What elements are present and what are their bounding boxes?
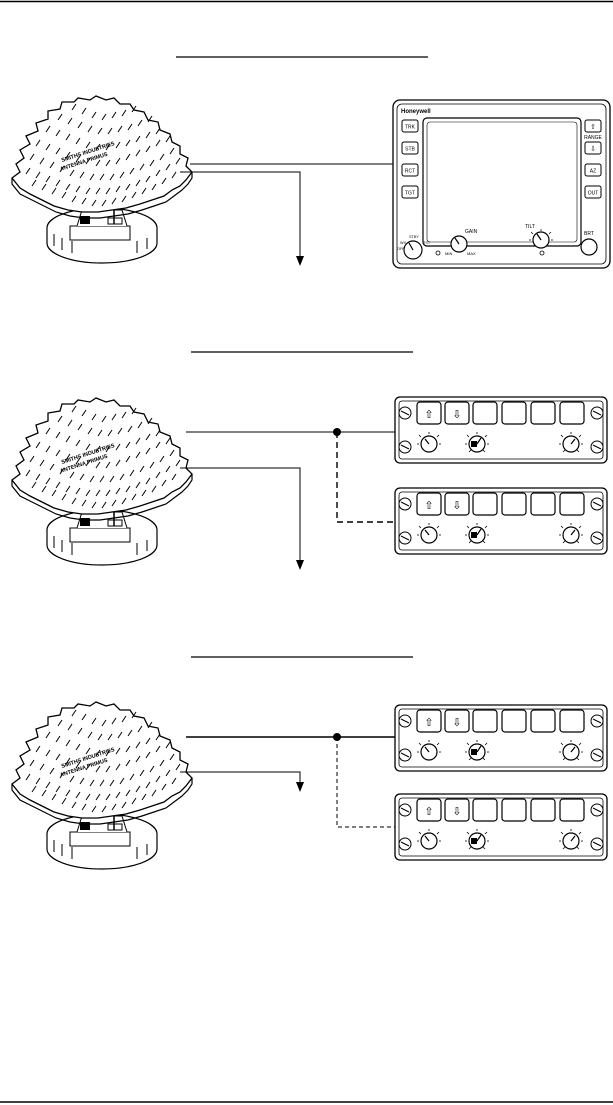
controller-down-button-label[interactable]: ⇩ — [452, 409, 461, 421]
svg-text:TGT: TGT — [405, 191, 415, 197]
indicator-left-button-1[interactable]: STB — [401, 141, 419, 155]
controller-down-button-label[interactable]: ⇩ — [452, 500, 461, 512]
controller-up-button-label[interactable]: ⇧ — [424, 409, 433, 421]
svg-text:⇧: ⇧ — [590, 123, 596, 131]
indicator-mode-label-wx: WX — [400, 241, 407, 245]
section-3-secondary-controller: ⇧ ⇩ — [394, 793, 608, 861]
indicator-gain-knob[interactable] — [450, 235, 468, 253]
indicator-gain-max-label: MAX — [467, 251, 476, 256]
svg-text:RCT: RCT — [405, 169, 415, 175]
section-2: ⇧ ⇩ ⇧ ⇩ — [10, 351, 608, 570]
svg-text:⇩: ⇩ — [590, 145, 596, 153]
section-2-antenna — [10, 396, 194, 567]
section-1: Honeywell TRK STB RCT TGT — [10, 56, 611, 269]
section-1-output-line — [180, 171, 301, 258]
indicator-right-button-out[interactable]: OUT — [584, 185, 602, 199]
indicator-brand: Honeywell — [401, 109, 431, 115]
svg-text:TRK: TRK — [405, 125, 416, 131]
indicator-left-button-3[interactable]: TGT — [401, 185, 419, 199]
indicator-mode-label-stby: STBY — [409, 235, 419, 239]
controller-up-button-label[interactable]: ⇧ — [424, 806, 433, 818]
controller-down-button-label[interactable]: ⇩ — [452, 806, 461, 818]
indicator-display-screen — [422, 117, 582, 247]
indicator-mode-label-off: OFF — [397, 247, 405, 251]
indicator-mode-label-tst: TST — [423, 241, 431, 245]
weather-radar-indicator: Honeywell TRK STB RCT TGT — [392, 99, 611, 269]
section-2-output-line — [180, 467, 301, 562]
section-3: ⇧ ⇩ ⇧ ⇩ — [10, 656, 608, 871]
section-2-secondary-controller: ⇧ ⇩ — [394, 487, 608, 555]
section-2-secondary-link — [336, 432, 396, 523]
section-3-antenna — [10, 700, 194, 871]
indicator-range-up-button[interactable]: ⇧ — [584, 119, 602, 133]
section-3-output-arrowhead — [296, 782, 304, 792]
indicator-range-down-button[interactable]: ⇩ — [584, 141, 602, 155]
indicator-brightness-knob[interactable] — [580, 238, 598, 256]
section-3-output-line — [180, 771, 301, 784]
svg-text:AZ: AZ — [590, 169, 596, 175]
indicator-mode-knob[interactable] — [403, 240, 423, 260]
indicator-brt-label: BRT — [584, 231, 594, 237]
svg-text:STB: STB — [405, 147, 415, 153]
controller-up-button-label[interactable]: ⇧ — [424, 717, 433, 729]
indicator-tilt-knob[interactable] — [529, 229, 553, 249]
section-2-output-arrowhead — [296, 560, 304, 570]
svg-text:OUT: OUT — [588, 191, 599, 197]
indicator-range-label: RANGE — [584, 135, 602, 141]
section-3-secondary-link — [336, 737, 396, 828]
section-3-primary-controller: ⇧ ⇩ — [394, 704, 608, 772]
section-1-output-arrowhead — [296, 256, 304, 266]
indicator-right-button-az[interactable]: AZ — [584, 163, 602, 177]
section-1-antenna — [10, 94, 194, 265]
indicator-left-button-2[interactable]: RCT — [401, 163, 419, 177]
indicator-gain-min-label: MIN — [445, 251, 452, 256]
controller-up-button-label[interactable]: ⇧ — [424, 500, 433, 512]
indicator-gain-label: GAIN — [465, 229, 478, 235]
indicator-left-button-0[interactable]: TRK — [401, 119, 419, 133]
indicator-tilt-label: TILT — [525, 224, 535, 230]
controller-down-button-label[interactable]: ⇩ — [452, 717, 461, 729]
section-2-primary-controller: ⇧ ⇩ — [394, 396, 608, 464]
